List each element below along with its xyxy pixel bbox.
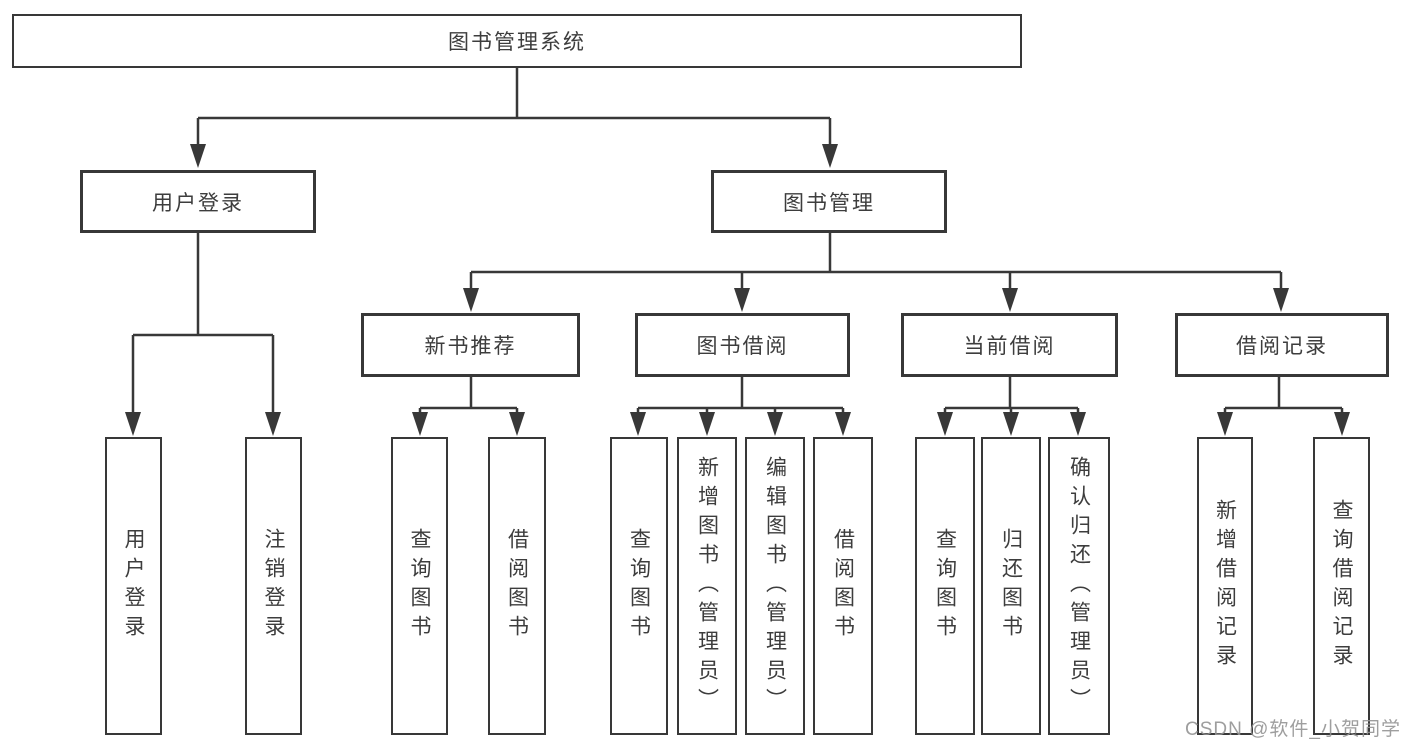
leaf-borrow-query-books: 查询图书 bbox=[610, 437, 668, 735]
node-book-management: 图书管理 bbox=[711, 170, 947, 233]
leaf-borrow-edit-books-admin: 编辑图书（管理员） bbox=[745, 437, 805, 735]
node-current-borrow: 当前借阅 bbox=[901, 313, 1118, 377]
node-user-login: 用户登录 bbox=[80, 170, 316, 233]
leaf-records-query-borrow-record: 查询借阅记录 bbox=[1313, 437, 1370, 735]
arrowhead-group bbox=[125, 144, 1350, 436]
leaf-logout: 注销登录 bbox=[245, 437, 302, 735]
leaf-borrow-add-books-admin: 新增图书（管理员） bbox=[677, 437, 737, 735]
node-system-root: 图书管理系统 bbox=[12, 14, 1022, 68]
csdn-watermark: CSDN @软件_小贺同学 bbox=[1185, 719, 1401, 740]
leaf-borrow-borrow-books: 借阅图书 bbox=[813, 437, 873, 735]
leaf-user-login: 用户登录 bbox=[105, 437, 162, 735]
leaf-current-return-books: 归还图书 bbox=[981, 437, 1041, 735]
node-book-borrow: 图书借阅 bbox=[635, 313, 850, 377]
leaf-records-add-borrow-record: 新增借阅记录 bbox=[1197, 437, 1253, 735]
node-borrow-records: 借阅记录 bbox=[1175, 313, 1389, 377]
leaf-recommend-borrow-books: 借阅图书 bbox=[488, 437, 546, 735]
leaf-recommend-query-books: 查询图书 bbox=[391, 437, 448, 735]
node-new-book-recommend: 新书推荐 bbox=[361, 313, 580, 377]
leaf-current-query-books: 查询图书 bbox=[915, 437, 975, 735]
leaf-current-confirm-return-admin: 确认归还（管理员） bbox=[1048, 437, 1110, 735]
